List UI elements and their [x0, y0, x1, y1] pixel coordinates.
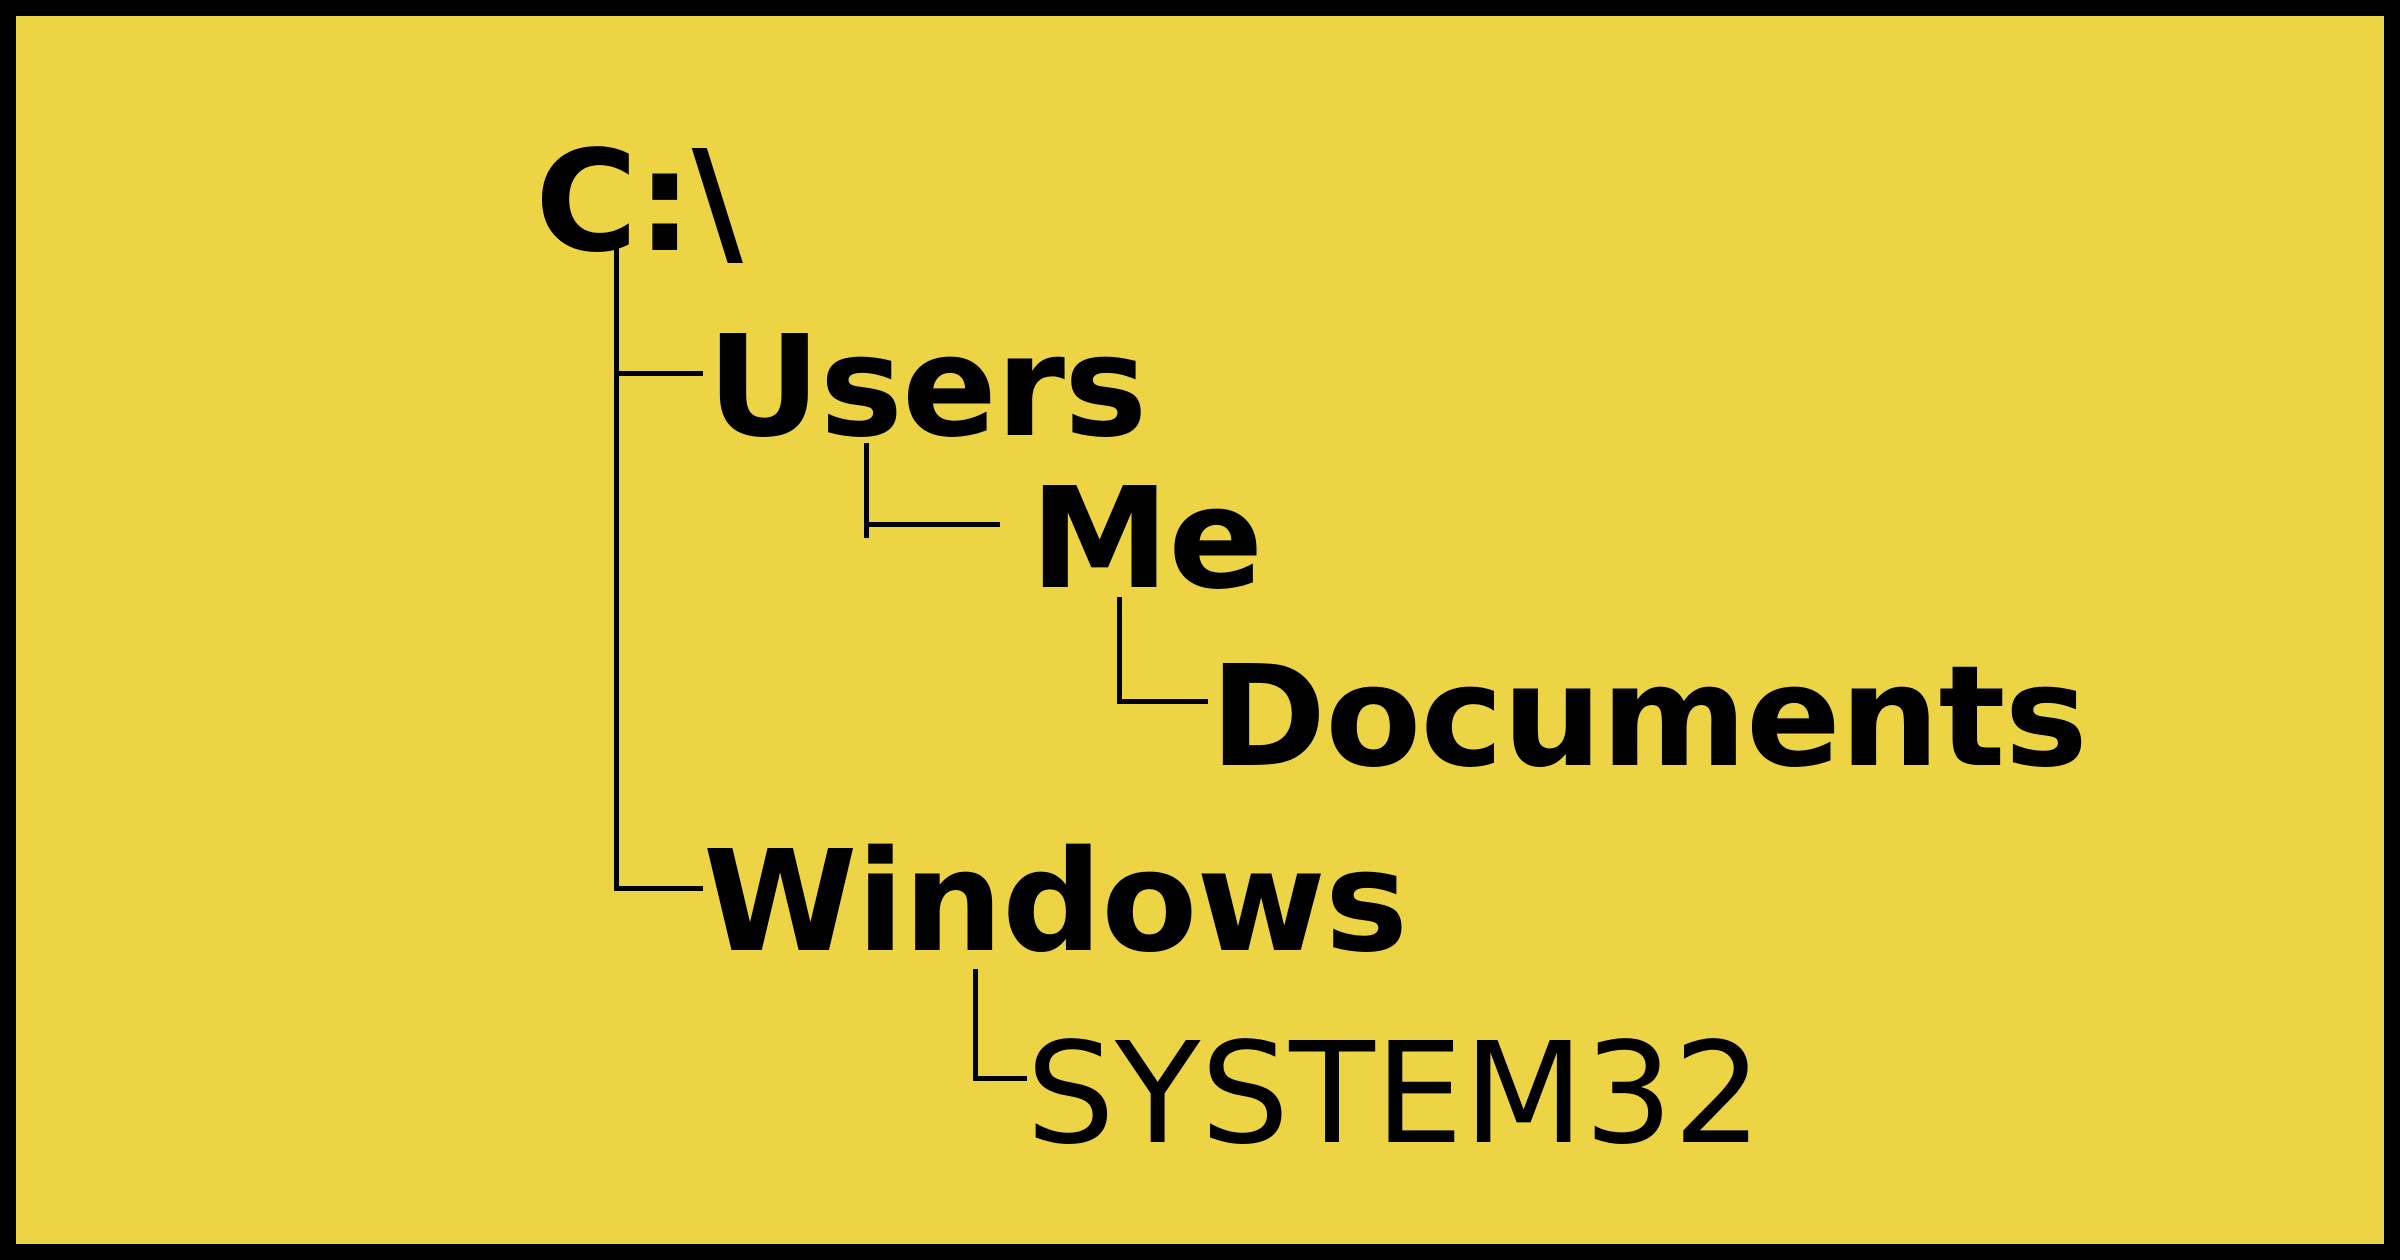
tree-node-root: C:\	[535, 121, 743, 284]
connector-me-horizontal	[864, 522, 1000, 527]
tree-node-users: Users	[707, 306, 1147, 469]
tree-node-windows: Windows	[703, 821, 1408, 984]
connector-trunk-vertical	[614, 245, 619, 886]
connector-system32-horizontal	[973, 1076, 1027, 1081]
diagram-plate: C:\ Users Me Documents Windows SYSTEM32	[16, 16, 2384, 1244]
connector-system32-vertical	[973, 969, 978, 1076]
connector-users-horizontal	[614, 371, 703, 376]
connector-windows-horizontal	[614, 886, 703, 891]
connector-me-vertical	[864, 443, 869, 538]
tree-node-me: Me	[1030, 458, 1263, 621]
connector-documents-horizontal	[1117, 699, 1208, 704]
tree-node-documents: Documents	[1210, 636, 2088, 799]
tree-node-system32: SYSTEM32	[1026, 1013, 1763, 1176]
connector-documents-vertical	[1117, 597, 1122, 699]
